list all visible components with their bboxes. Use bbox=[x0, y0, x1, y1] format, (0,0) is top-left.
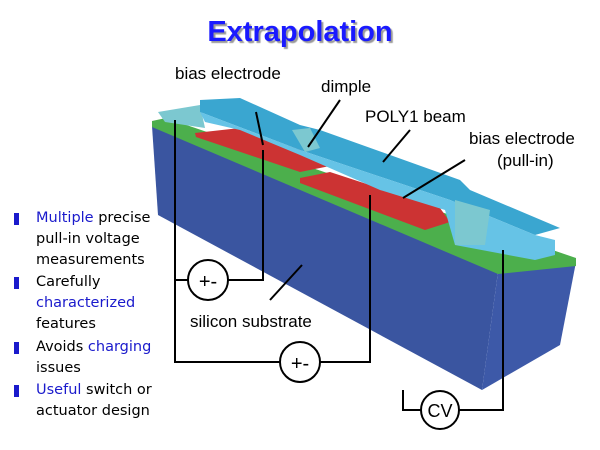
bullet-marker-icon bbox=[14, 213, 19, 225]
svg-text:CV: CV bbox=[427, 401, 452, 421]
label-poly1-beam: POLY1 beam bbox=[365, 107, 466, 126]
bullet-item: Useful switch or actuator design bbox=[14, 380, 164, 422]
label-bias-electrode-right: bias electrode bbox=[469, 129, 575, 148]
slide-title: Extrapolation bbox=[207, 16, 393, 48]
bullet-item: Carefully characterized features bbox=[14, 272, 164, 335]
cv-meter: CV bbox=[420, 390, 460, 430]
bullet-marker-icon bbox=[14, 385, 19, 397]
label-silicon-substrate: silicon substrate bbox=[190, 312, 312, 331]
voltage-source-1: +- bbox=[187, 259, 229, 301]
label-bias-electrode-left: bias electrode bbox=[175, 64, 281, 83]
substrate-right-face bbox=[482, 262, 576, 390]
bullet-item: Avoids charging issues bbox=[14, 337, 164, 379]
dimple-shape bbox=[292, 128, 320, 152]
beam-anchor-right bbox=[455, 200, 490, 245]
bullet-marker-icon bbox=[14, 342, 19, 354]
pull-in-electrode bbox=[300, 172, 450, 230]
label-pull-in: (pull-in) bbox=[497, 151, 554, 170]
label-dimple: dimple bbox=[321, 77, 372, 96]
voltage-source-2: +- bbox=[279, 341, 321, 383]
bias-electrode-left bbox=[195, 128, 335, 172]
bullet-marker-icon bbox=[14, 277, 19, 289]
svg-text:+-: +- bbox=[199, 271, 217, 293]
poly1-beam-top bbox=[200, 98, 560, 235]
bullet-item: Multiple precise pull-in voltage measure… bbox=[14, 208, 164, 271]
beam-anchor-left bbox=[158, 105, 205, 128]
substrate-front-face bbox=[152, 126, 498, 390]
svg-text:+-: +- bbox=[291, 353, 309, 375]
wiring bbox=[174, 99, 504, 411]
